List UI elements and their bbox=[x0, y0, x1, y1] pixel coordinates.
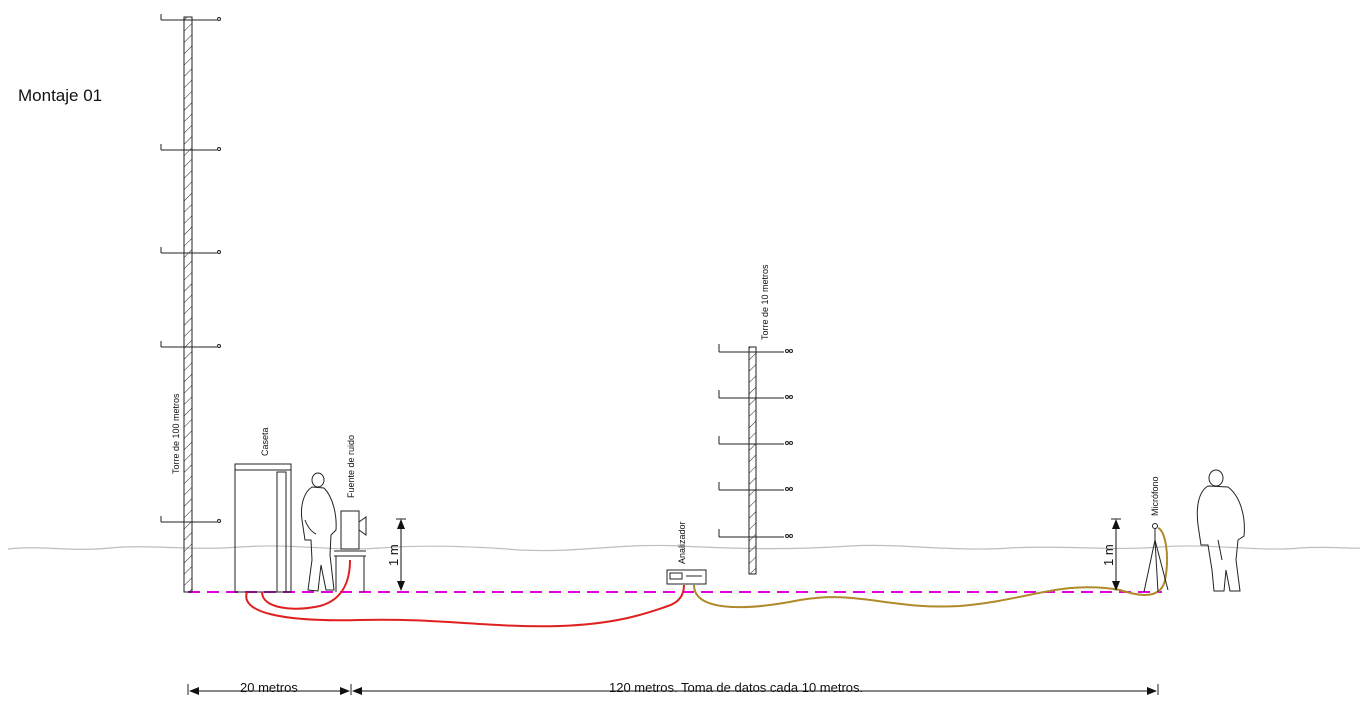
noise-source-label: Fuente de ruido bbox=[346, 435, 356, 498]
diagram-title: Montaje 01 bbox=[18, 86, 102, 105]
tower-100m-label: Torre de 100 metros bbox=[171, 393, 181, 474]
dimension-20-label: 20 metros bbox=[240, 680, 298, 695]
person-right-figure bbox=[1196, 469, 1245, 592]
microphone-label: Micrófono bbox=[1150, 476, 1160, 516]
caseta-label: Caseta bbox=[260, 427, 270, 456]
caseta bbox=[234, 463, 292, 593]
terrain-line bbox=[7, 544, 1361, 552]
horizontal-dimension bbox=[187, 684, 1159, 695]
microphone-tripod bbox=[1143, 523, 1169, 593]
tower-100m: Torre de 100 metros bbox=[160, 14, 221, 593]
height-dimension-right bbox=[1111, 518, 1121, 591]
height-label-left: 1 m bbox=[386, 544, 401, 566]
tower-100m-arms bbox=[160, 14, 221, 523]
tower-10m: Torre de 10 metros bbox=[718, 264, 793, 575]
tower-10m-arms bbox=[718, 344, 793, 538]
red-cables bbox=[245, 559, 685, 628]
analyzer-label: Analizador bbox=[677, 521, 687, 564]
height-dimension-left bbox=[396, 518, 406, 591]
analyzer-device bbox=[666, 569, 707, 585]
height-label-right: 1 m bbox=[1101, 544, 1116, 566]
person-left-figure bbox=[301, 472, 337, 592]
tower-10m-label: Torre de 10 metros bbox=[760, 264, 770, 340]
noise-source-device bbox=[334, 510, 367, 592]
olive-cable bbox=[693, 527, 1168, 609]
dimension-120-label: 120 metros. Toma de datos cada 10 metros… bbox=[609, 680, 863, 695]
